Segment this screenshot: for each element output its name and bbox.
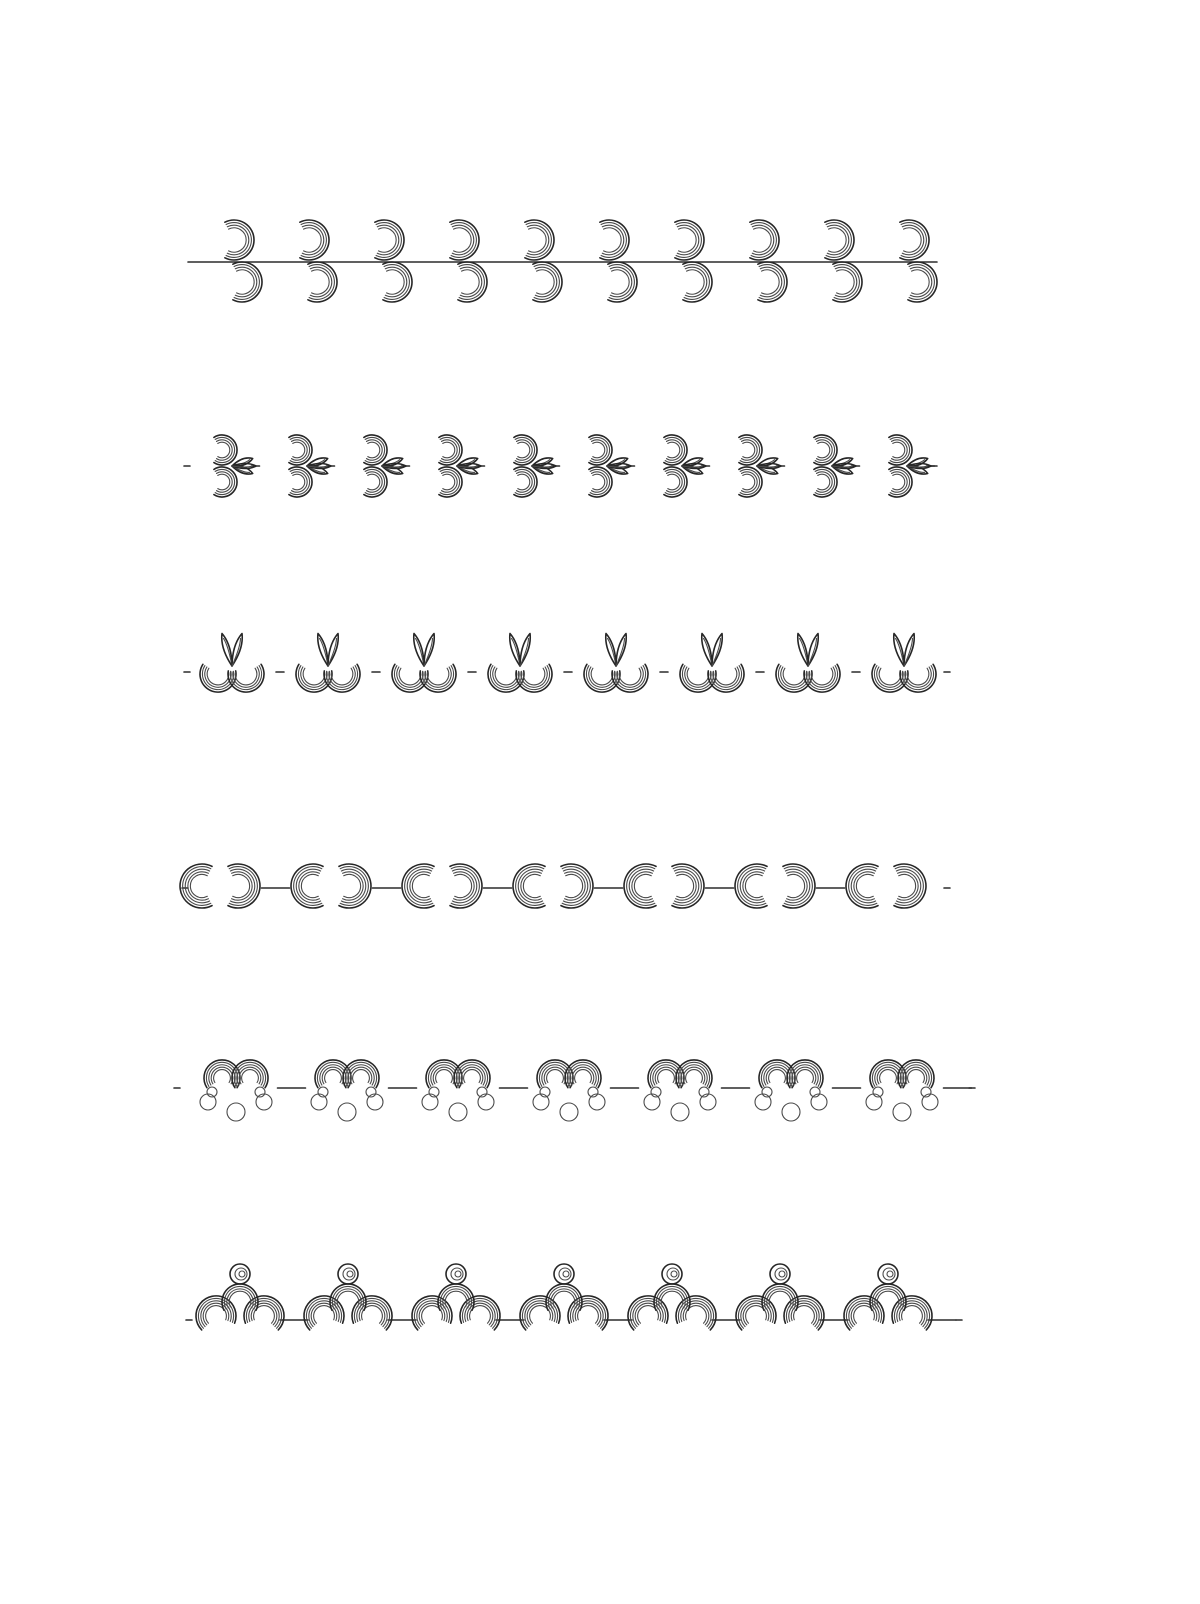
twin-crescent-icon <box>401 863 483 909</box>
s-scroll-crescent-icon <box>224 219 263 303</box>
border-row-twin-crescent-bubbles <box>173 1059 976 1122</box>
leaf-crescent-icon <box>871 632 937 693</box>
triple-crescent-spiral-icon <box>303 1263 393 1331</box>
scroll-petal-icon <box>513 434 557 498</box>
crescent-bubbles-icon <box>865 1059 939 1122</box>
scroll-petal-icon <box>363 434 407 498</box>
triple-crescent-spiral-icon <box>843 1263 933 1331</box>
scroll-petal-icon <box>663 434 707 498</box>
scroll-petal-icon <box>288 434 332 498</box>
s-scroll-crescent-icon <box>524 219 563 303</box>
s-scroll-crescent-icon <box>299 219 338 303</box>
triple-crescent-spiral-icon <box>519 1263 609 1331</box>
scroll-petal-icon <box>738 434 782 498</box>
s-scroll-crescent-icon <box>899 219 938 303</box>
scroll-petal-icon <box>813 434 857 498</box>
border-row-triple-crescent-spiral <box>185 1263 963 1331</box>
twin-crescent-icon <box>623 863 705 909</box>
leaf-crescent-icon <box>199 632 265 693</box>
s-scroll-crescent-icon <box>449 219 488 303</box>
leaf-crescent-icon <box>679 632 745 693</box>
scroll-petal-icon <box>438 434 482 498</box>
border-row-scroll-with-petals <box>183 434 938 498</box>
leaf-crescent-icon <box>487 632 553 693</box>
leaf-crescent-icon <box>295 632 361 693</box>
s-scroll-crescent-icon <box>374 219 413 303</box>
crescent-bubbles-icon <box>643 1059 717 1122</box>
twin-crescent-icon <box>512 863 594 909</box>
twin-crescent-icon <box>845 863 927 909</box>
twin-crescent-icon <box>179 863 261 909</box>
triple-crescent-spiral-icon <box>411 1263 501 1331</box>
leaf-crescent-icon <box>391 632 457 693</box>
scroll-petal-icon <box>588 434 632 498</box>
triple-crescent-spiral-icon <box>735 1263 825 1331</box>
border-row-twin-crescent <box>179 863 951 909</box>
crescent-bubbles-icon <box>199 1059 273 1122</box>
s-scroll-crescent-icon <box>674 219 713 303</box>
twin-crescent-icon <box>290 863 372 909</box>
crescent-bubbles-icon <box>532 1059 606 1122</box>
triple-crescent-spiral-icon <box>627 1263 717 1331</box>
s-scroll-crescent-icon <box>749 219 788 303</box>
triple-crescent-spiral-icon <box>195 1263 285 1331</box>
crescent-bubbles-icon <box>421 1059 495 1122</box>
scroll-petal-icon <box>213 434 257 498</box>
border-row-crescent-s-scroll <box>187 219 938 303</box>
crescent-bubbles-icon <box>754 1059 828 1122</box>
leaf-crescent-icon <box>583 632 649 693</box>
s-scroll-crescent-icon <box>599 219 638 303</box>
border-row-leaf-crescent <box>183 632 951 693</box>
leaf-crescent-icon <box>775 632 841 693</box>
scroll-petal-icon <box>888 434 932 498</box>
s-scroll-crescent-icon <box>824 219 863 303</box>
crescent-bubbles-icon <box>310 1059 384 1122</box>
twin-crescent-icon <box>734 863 816 909</box>
